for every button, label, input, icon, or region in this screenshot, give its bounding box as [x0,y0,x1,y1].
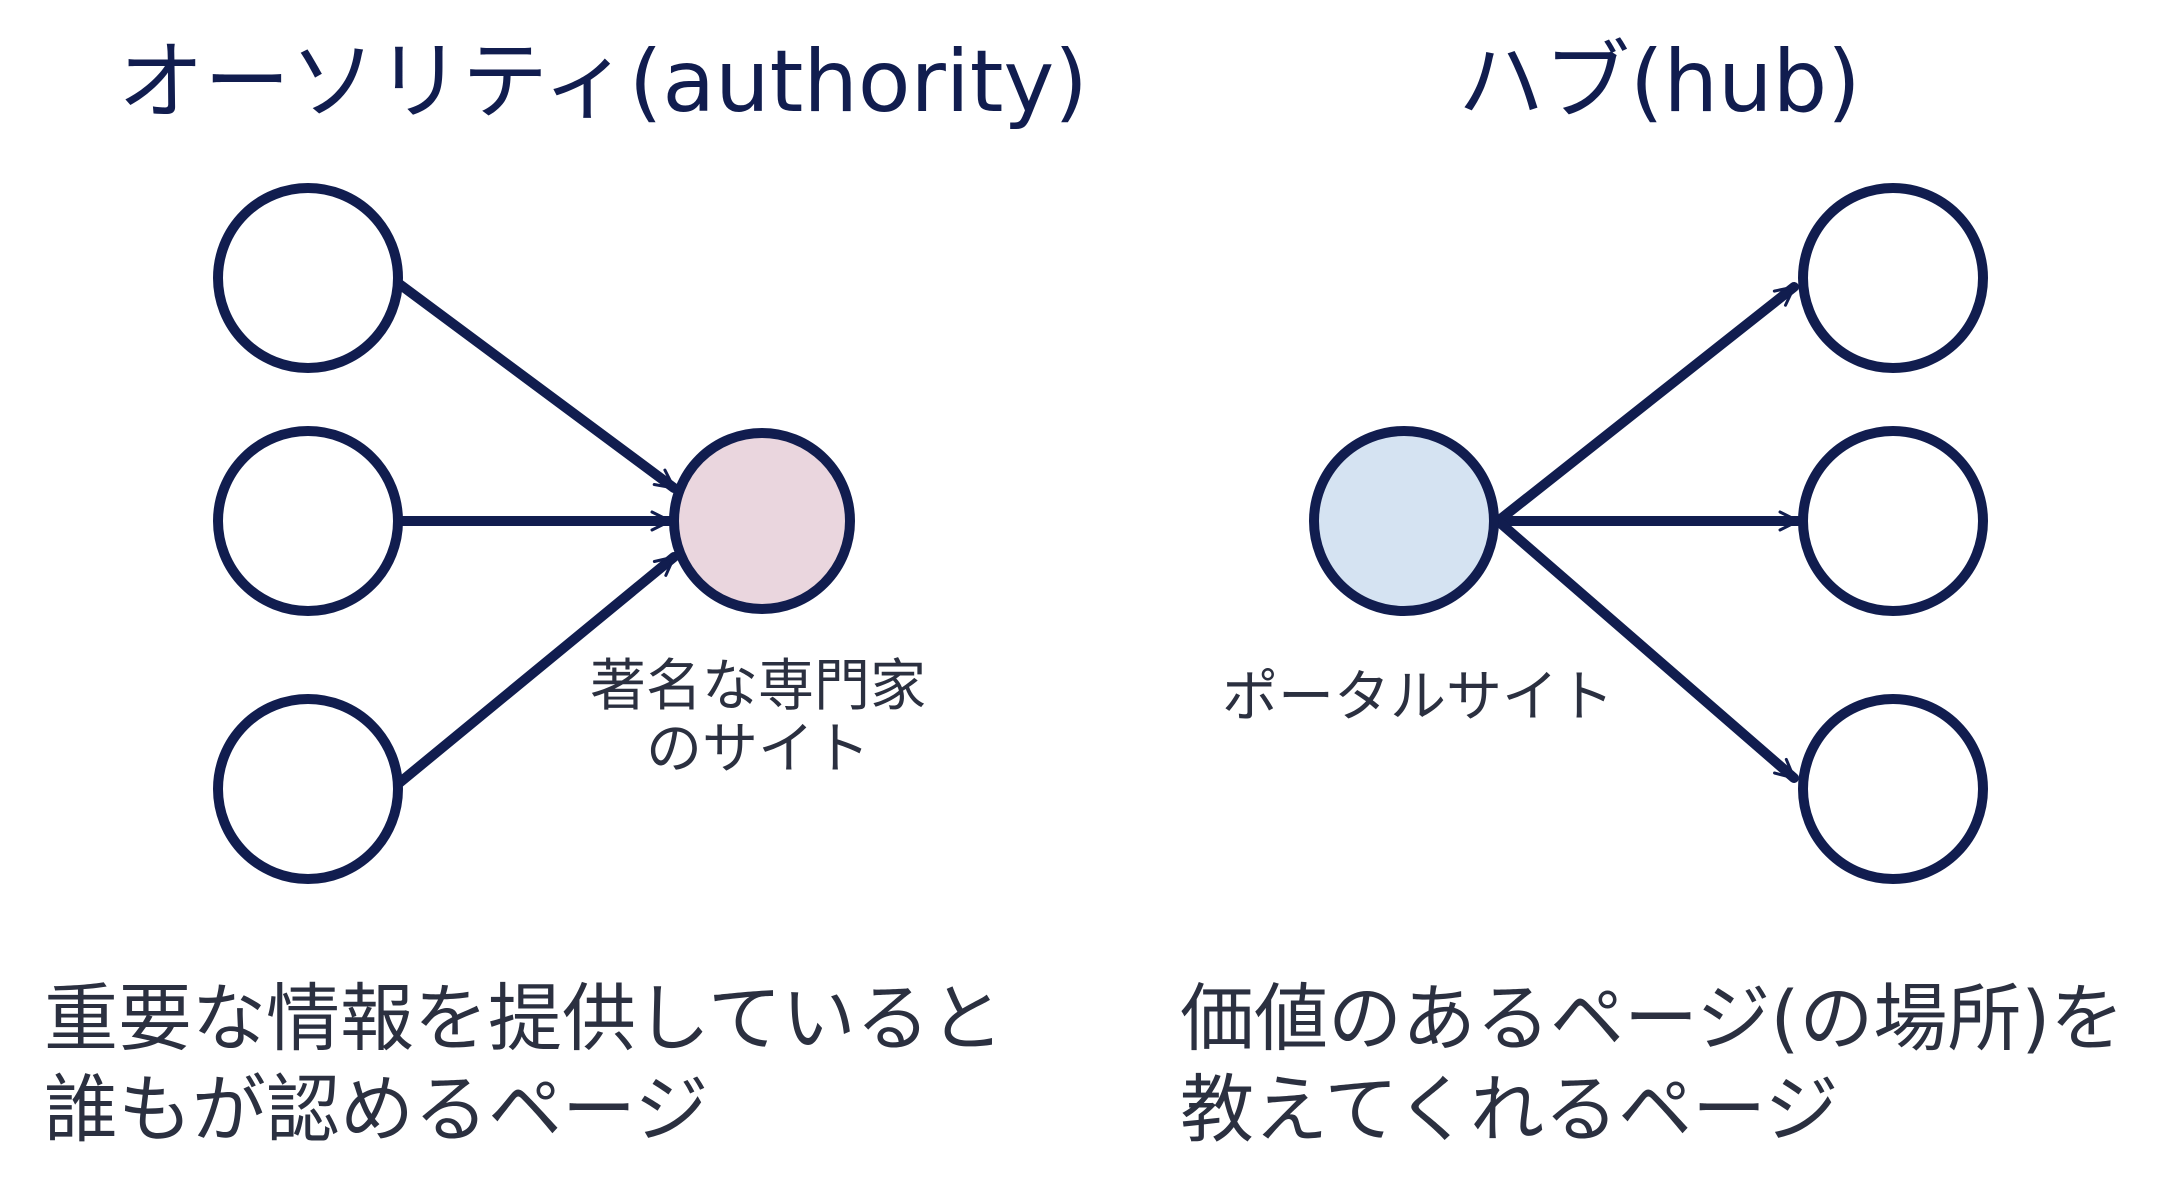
hub-target-node-bottom [1798,694,1988,884]
hub-description: 価値のあるページ(の場所)を 教えてくれるページ [1180,976,2125,1154]
hub-link-bottom [1493,516,1799,783]
authority-node-label: 著名な専門家 のサイト [590,654,926,782]
hub-target-node-top [1798,183,1988,373]
authority-title: オーソリティ(authority) [118,32,1088,132]
authority-source-node-top [213,183,403,373]
authority-link-top [393,278,679,493]
hub-graph [1309,183,1988,884]
authority-source-node-bottom [213,694,403,884]
hub-center-node [1309,426,1499,616]
authority-source-node-middle [213,426,403,616]
authority-link-bottom [393,552,679,789]
authority-graph [213,183,855,884]
hub-title: ハブ(hub) [1458,32,1861,132]
hub-node-label: ポータルサイト [1222,665,1614,730]
hub-link-top [1493,282,1799,526]
authority-description: 重要な情報を提供していると 誰もが認めるページ [44,976,1004,1154]
hub-target-node-middle [1798,426,1988,616]
authority-center-node [669,428,855,614]
